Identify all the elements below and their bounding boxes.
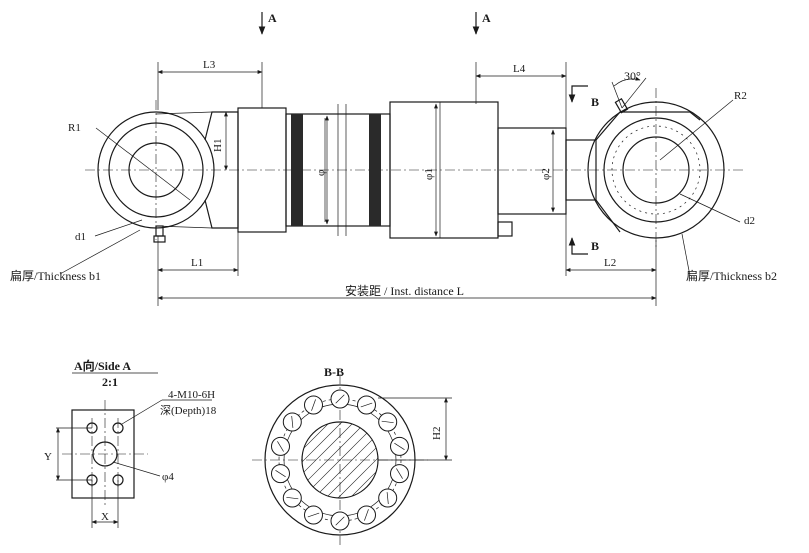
left-eye-bore	[128, 142, 184, 198]
label-a-right: A	[482, 11, 491, 25]
cylinder-tube	[237, 101, 597, 239]
right-grease-nipple	[614, 97, 629, 114]
d1-leader	[94, 219, 143, 237]
section-bb-view: B-B H2	[252, 365, 452, 545]
right-eye-end	[587, 76, 725, 250]
bb-bolt-hole-mark	[396, 468, 403, 479]
bb-bolt-hole-mark	[311, 399, 316, 411]
label-thread-spec: 4-M10-6H	[168, 389, 215, 401]
label-thickness-b1: 扁厚/Thickness b1	[10, 269, 101, 283]
label-r2: R2	[734, 90, 747, 102]
label-d1: d1	[75, 231, 86, 243]
side-a-view: A向/Side A 2:1 Y X 4-M10-6H 深(Depth)18 φ4	[44, 358, 217, 528]
label-angle: 30°	[624, 69, 641, 83]
label-phi4: φ4	[162, 471, 174, 483]
label-d2: d2	[744, 215, 755, 227]
r1-leader	[95, 127, 191, 201]
rod-neck	[565, 139, 597, 201]
bb-bolt-hole-mark	[364, 509, 369, 521]
left-eye-end	[97, 100, 239, 243]
label-thickness-b2: 扁厚/Thickness b2	[686, 269, 777, 283]
phi4-leader	[112, 461, 161, 477]
bb-bolt-hole-mark	[335, 516, 345, 526]
bb-bolt-hole-mark	[360, 402, 373, 408]
label-inst-distance: 安装距 / Inst. distance L	[345, 283, 464, 298]
d2-leader	[679, 193, 741, 223]
label-l4: L4	[513, 63, 526, 75]
label-phi1: φ1	[423, 168, 435, 180]
label-r1: R1	[68, 122, 81, 134]
bb-bolt-hole-mark	[275, 470, 286, 478]
label-depth-spec: 深(Depth)18	[160, 404, 217, 417]
label-phi: φ	[315, 170, 327, 176]
piston-rod	[497, 127, 567, 215]
bb-bolt-hole-mark	[277, 441, 284, 452]
bb-bolt-holes	[271, 389, 409, 531]
label-h2: H2	[431, 427, 443, 440]
section-arrow-b-top	[568, 85, 588, 103]
section-bb-title: B-B	[324, 365, 344, 379]
thread-leader	[121, 399, 163, 425]
r2-leader	[659, 99, 734, 161]
label-b-bottom: B	[591, 239, 599, 253]
label-b-top: B	[591, 95, 599, 109]
section-arrow-b-bottom	[568, 237, 588, 255]
bb-bolt-hole-mark	[394, 442, 405, 450]
bb-bolt-hole-mark	[381, 420, 394, 424]
bb-bolt-hole-mark	[307, 512, 320, 518]
side-a-title: A向/Side A	[74, 358, 131, 373]
seal-band-left	[291, 114, 303, 226]
cylinder-side-view: A A B B 30° L3 L4 L1 L2 R1 R2 d1 d2 H1 φ…	[10, 11, 777, 306]
label-phi2: φ2	[540, 168, 552, 180]
bb-bolt-hole-mark	[286, 496, 299, 500]
label-l2: L2	[604, 257, 616, 269]
port-fitting	[497, 221, 513, 237]
bb-bolt-hole-mark	[386, 492, 389, 505]
label-dim-x: X	[101, 511, 109, 523]
side-a-scale: 2:1	[102, 375, 118, 389]
label-h1: H1	[212, 139, 224, 152]
label-a-left: A	[268, 11, 277, 25]
label-l3: L3	[203, 59, 216, 71]
bb-bolt-hole-mark	[291, 415, 294, 428]
seal-band-right	[369, 114, 381, 226]
bb-bolt-hole-mark	[335, 394, 345, 404]
label-l1: L1	[191, 257, 203, 269]
label-dim-y: Y	[44, 451, 52, 463]
